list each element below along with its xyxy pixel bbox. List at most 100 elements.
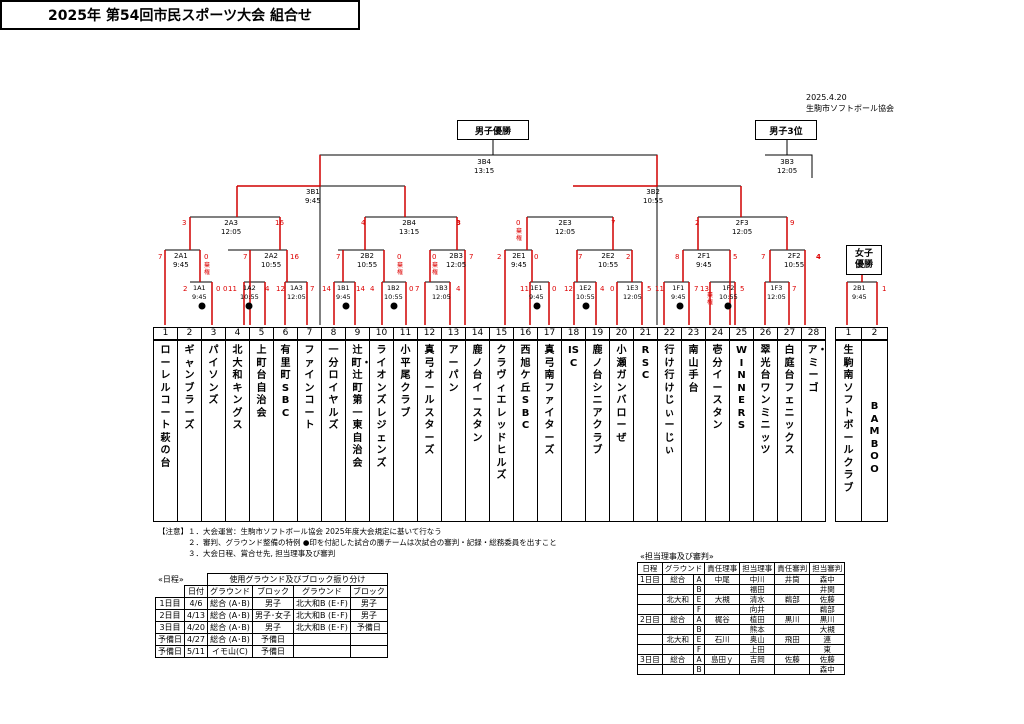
team-number: 27 (777, 327, 802, 340)
game-2e3: 2E3 12:05 (555, 219, 576, 236)
team-name-column: クラヴィエレッドヒルズ (489, 340, 514, 522)
score: 13 (700, 285, 709, 293)
duty-header: 担当審判 (809, 562, 846, 575)
duty-cell: F (692, 604, 706, 615)
team-name: 真弓オールスターズ (424, 345, 435, 456)
duty-cell: 島田ｙ (704, 654, 741, 665)
team-name-column: 壱分イースタン (705, 340, 730, 522)
duty-cell: 2日目 (637, 614, 663, 625)
team-name: 鹿ノ台シニアクラブ (592, 345, 603, 456)
game-2a3: 2A3 12:05 (221, 219, 242, 236)
game-3b4: 3B4 13:15 (474, 158, 495, 175)
duty-cell: 北大和 (661, 594, 694, 605)
team-number: 1 (835, 327, 862, 340)
team-name: 有里町SBC (280, 345, 291, 419)
team-name-column: 翠光台ワンミニッツ (753, 340, 778, 522)
duty-cell: 1日目 (637, 574, 663, 585)
score: 7 (336, 253, 341, 261)
duty-cell: 中尾 (704, 574, 741, 585)
duty-cell (637, 624, 663, 635)
schedule-cell: 5/11 (184, 645, 208, 658)
schedule-cell: 3日目 (155, 621, 185, 634)
game-2a1: 2A1 9:45 (173, 252, 189, 269)
duty-cell (661, 644, 694, 655)
duty-cell: 総合 (661, 614, 694, 625)
score: 7 (792, 285, 797, 293)
team-number: 16 (513, 327, 538, 340)
team-name-column: パイソンズ (201, 340, 226, 522)
score: 7 (469, 253, 474, 261)
game-2f2: 2F2 10:55 (784, 252, 805, 269)
team-name-column: 鹿ノ台イースタン (465, 340, 490, 522)
schedule-cell: 2日目 (155, 609, 185, 622)
score: 3 (456, 219, 461, 227)
duty-cell (637, 664, 663, 675)
schedule-label: «日程» (158, 575, 184, 584)
men-champion-box: 男子優勝 (457, 120, 529, 140)
men-third-box: 男子3位 (755, 120, 817, 140)
schedule-cell: 4/20 (184, 621, 208, 634)
duty-cell: 吉岡 (739, 654, 776, 665)
team-name: 翠光台ワンミニッツ (760, 345, 771, 456)
schedule-cell: 男子 (251, 597, 294, 610)
schedule-cell (349, 645, 388, 658)
team-number: 18 (561, 327, 586, 340)
team-name-column: ISC (561, 340, 586, 522)
schedule-cell: イモ山(C) (206, 645, 253, 658)
team-name-column: 生駒南ソフトボールクラブ (835, 340, 862, 522)
game-3b1: 3B1 9:45 (305, 188, 321, 205)
duty-cell: 黒川 (809, 614, 846, 625)
schedule-cell: 男子･女子 (251, 609, 294, 622)
game-2f3: 2F3 12:05 (732, 219, 753, 236)
duty-cell: 総合 (661, 574, 694, 585)
team-name-column: 西旭ケ丘SBC (513, 340, 538, 522)
team-number: 19 (585, 327, 610, 340)
duty-cell (704, 604, 741, 615)
note-line: ２．審判、グラウンド整備の特例 ●印を付記した試合の勝チームは次試合の審判・記録… (188, 538, 557, 547)
forfeit-mark: 棄権 (397, 262, 404, 276)
schedule-group-header: 使用グラウンド及びブロック振り分け (206, 573, 388, 586)
schedule-cell: 1日目 (155, 597, 185, 610)
duty-cell (637, 594, 663, 605)
duty-cell: E (692, 594, 706, 605)
forfeit-mark: 棄権 (432, 262, 439, 276)
forfeit-mark: 棄権 (516, 228, 523, 242)
team-name-column: ファインコート (297, 340, 322, 522)
duty-cell: B (692, 584, 706, 595)
schedule-cell: 北大和B (E･F) (292, 597, 351, 610)
team-number: 1 (153, 327, 178, 340)
schedule-header: 日付 (184, 585, 208, 598)
team-name: WINNERS (735, 345, 748, 431)
duty-header: 担当理事 (739, 562, 776, 575)
score: 0 (516, 219, 521, 227)
schedule-cell: 予備日 (251, 633, 294, 646)
duty-cell: 飛田 (774, 634, 811, 645)
game-2b2: 2B2 10:55 (357, 252, 378, 269)
team-name: 生駒南ソフトボールクラブ (843, 345, 854, 494)
date: 2025.4.20 (806, 93, 847, 102)
duty-cell (704, 664, 741, 675)
score: 14 (322, 285, 331, 293)
team-name: 上町台自治会 (256, 345, 267, 419)
score: 4 (370, 285, 375, 293)
duty-cell (661, 624, 694, 635)
duty-cell: 北大和 (661, 634, 694, 645)
team-number: 5 (249, 327, 274, 340)
duty-cell: B (692, 624, 706, 635)
team-name: ア・ミーゴ (807, 345, 826, 394)
duty-cell: 佐藤 (809, 654, 846, 665)
team-name: 西旭ケ丘SBC (520, 345, 531, 431)
schedule-cell: 予備日 (349, 621, 388, 634)
duty-cell (637, 634, 663, 645)
team-name: アーパン (448, 345, 459, 394)
score: 11 (228, 285, 237, 293)
schedule-header: グラウンド (292, 585, 351, 598)
team-number: 12 (417, 327, 442, 340)
team-name: RSC (641, 345, 650, 381)
game-1f1: 1F1 9:45 (671, 284, 686, 301)
